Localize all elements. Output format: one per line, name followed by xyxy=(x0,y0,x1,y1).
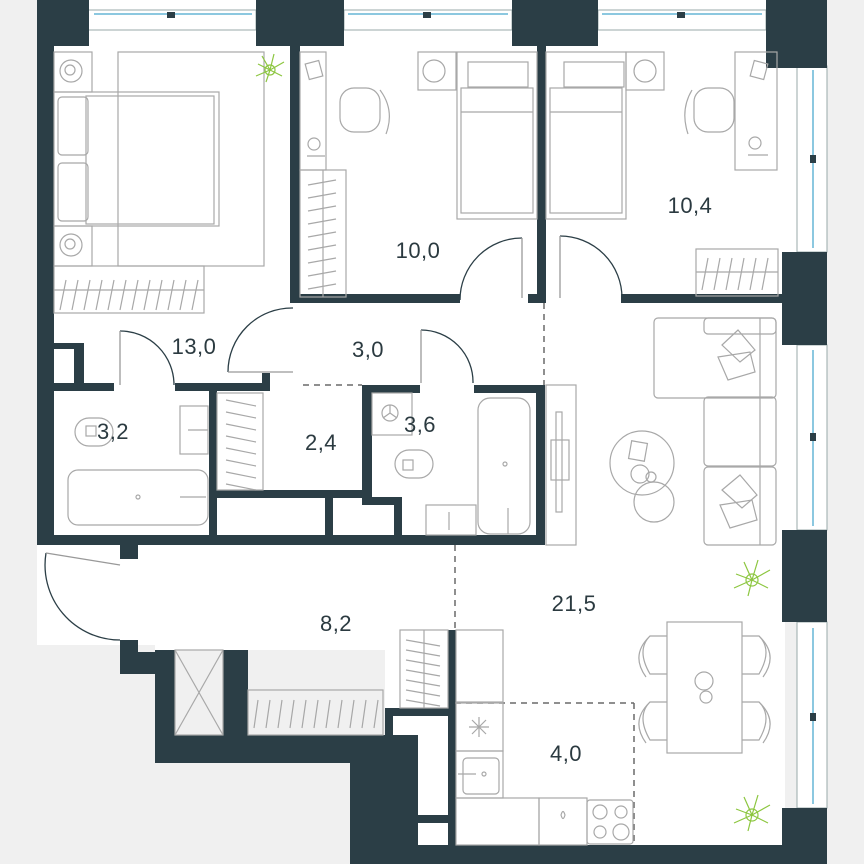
window-right-2 xyxy=(796,344,828,531)
tv-stand xyxy=(545,384,577,546)
kitchen-sink xyxy=(462,757,500,795)
door-bathroom-1 xyxy=(119,330,175,386)
coffee-table xyxy=(609,430,675,523)
area-label-bathroom-2: 3,6 xyxy=(403,412,437,437)
door-bedroom-3 xyxy=(559,235,623,299)
window-top-3 xyxy=(597,9,767,31)
window-top-1 xyxy=(87,9,257,31)
plant-icon xyxy=(733,559,771,597)
desk-bedroom-3 xyxy=(734,51,778,171)
window-top-2 xyxy=(343,9,513,31)
sink-bathroom-1 xyxy=(179,405,209,455)
area-label-bedroom-2: 10,0 xyxy=(395,238,441,263)
bed-bedroom-2 xyxy=(417,51,538,220)
bed-bedroom-3 xyxy=(545,51,665,220)
stove xyxy=(586,799,634,845)
door-bathroom-2 xyxy=(420,329,474,384)
area-label-wardrobe: 2,4 xyxy=(304,430,338,455)
plant-icon xyxy=(255,53,285,83)
sink-bathroom-2 xyxy=(425,504,477,536)
zone-dividers xyxy=(303,303,635,845)
toilet-bathroom-2 xyxy=(394,449,434,479)
windows xyxy=(87,9,828,809)
area-label-living-room: 21,5 xyxy=(551,591,597,616)
area-label-master-bedroom: 13,0 xyxy=(171,334,217,359)
plant-icon xyxy=(733,794,771,832)
chair-bedroom-2 xyxy=(339,87,390,135)
door-entrance xyxy=(44,552,121,641)
wardrobe-master xyxy=(53,265,205,314)
corner-sofa xyxy=(653,317,777,546)
door-master-bedroom xyxy=(227,307,294,373)
window-right-3 xyxy=(796,621,828,809)
area-label-bathroom-1: 3,2 xyxy=(96,419,130,444)
shaft xyxy=(174,649,224,736)
closet-shelves xyxy=(216,392,264,491)
chair-bedroom-3 xyxy=(684,87,735,135)
toilet-bathroom-1 xyxy=(74,417,114,447)
furniture xyxy=(53,51,779,846)
area-label-bedroom-3: 10,4 xyxy=(667,193,713,218)
shoe-rack xyxy=(247,689,384,736)
walls xyxy=(37,0,827,864)
area-label-kitchen: 4,0 xyxy=(549,741,583,766)
window-right-1 xyxy=(796,65,828,253)
doors xyxy=(44,235,623,641)
kitchen-counter xyxy=(455,629,634,846)
nightstand-lamp-1 xyxy=(53,51,93,93)
dining-table xyxy=(638,621,771,754)
plants xyxy=(255,53,771,832)
shelf-bedroom-2 xyxy=(299,169,347,298)
area-label-entrance: 8,2 xyxy=(319,611,353,636)
shelf-bedroom-3 xyxy=(695,248,779,297)
area-label-hallway: 3,0 xyxy=(351,337,385,362)
bathtub-bathroom-2 xyxy=(477,397,531,535)
bathtub-bathroom-1 xyxy=(67,469,209,526)
door-bedroom-2 xyxy=(459,237,523,301)
boiler xyxy=(371,392,413,436)
wardrobe-entrance xyxy=(399,629,449,709)
fridge-icon xyxy=(469,717,489,737)
